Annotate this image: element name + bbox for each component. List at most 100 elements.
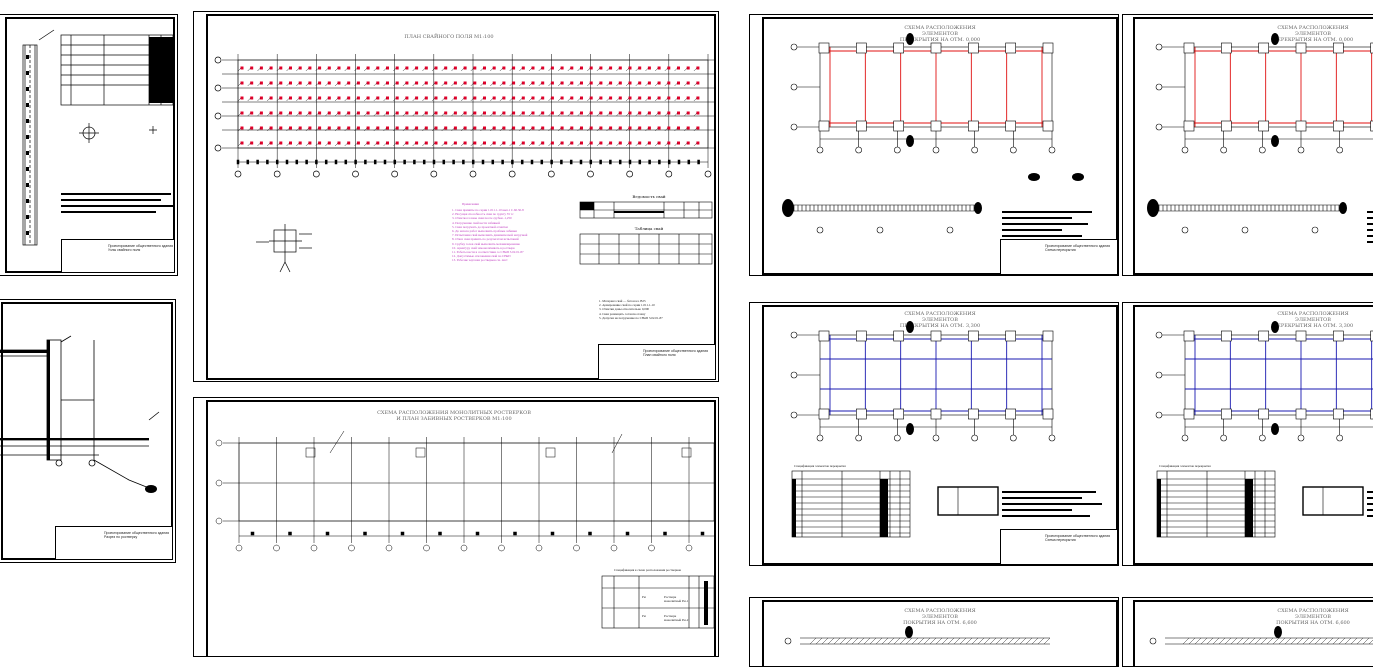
axis-marker: [790, 331, 798, 339]
pile-mark: [521, 111, 525, 115]
notes-title: Примечания: [462, 202, 479, 206]
pile-mark: [502, 66, 506, 70]
pile-mark: [298, 96, 302, 100]
pile-mark: [589, 96, 593, 100]
pile-mark: [560, 96, 564, 100]
axis-marker: [587, 170, 594, 178]
axis-marker: [1336, 146, 1343, 154]
drawing-sheet-right-b[interactable]: СХЕМА РАСПОЛОЖЕНИЯ ЭЛЕМЕНТОВ ПЕРЕКРЫТИЯ …: [1122, 14, 1373, 276]
rebar-hatch: [26, 55, 29, 235]
floor-scheme: [790, 321, 1102, 538]
pile-mark: [609, 126, 613, 130]
pile-mark: [657, 126, 661, 130]
pile-mark: [647, 126, 651, 130]
pile-mark: [541, 81, 545, 85]
axis-marker: [214, 112, 222, 120]
axis-marker: [215, 479, 223, 487]
note-line: [1367, 211, 1373, 213]
pile-mark: [463, 96, 467, 100]
pile-mark: [580, 66, 583, 70]
column-node: [1370, 330, 1373, 342]
pile-mark: [667, 81, 671, 85]
pile-mark: [453, 81, 457, 85]
column-node: [1221, 330, 1232, 342]
pile-mark: [647, 81, 651, 85]
pile-mark: [337, 96, 341, 100]
axis-marker: [971, 434, 978, 442]
axis-marker: [894, 434, 901, 442]
pile-mark: [376, 111, 380, 115]
pile-mark: [259, 66, 263, 70]
pile-mark: [415, 111, 419, 115]
pile-mark: [560, 81, 564, 85]
column-node: [1295, 330, 1307, 342]
pile-mark: [560, 66, 564, 70]
pile-mark: [327, 81, 331, 85]
pile-mark: [512, 126, 516, 130]
pile-mark: [279, 81, 283, 85]
column-node: [818, 120, 830, 132]
pile-mark: [667, 126, 671, 130]
pile-mark: [657, 96, 661, 100]
pile-spec-table: [579, 201, 713, 265]
drawing-sheet-grillage[interactable]: СХЕМА РАСПОЛОЖЕНИЯ МОНОЛИТНЫХ РОСТВЕРКОВ…: [193, 397, 719, 657]
pile-mark: [347, 126, 351, 130]
pile-mark: [677, 111, 680, 115]
pile-mark: [434, 111, 438, 115]
axis-marker: [214, 84, 222, 92]
axis-marker: [573, 544, 580, 552]
pile-mark: [289, 141, 292, 145]
pile-mark: [550, 141, 554, 145]
drawing-sheet-right-d[interactable]: СХЕМА РАСПОЛОЖЕНИЯ ЭЛЕМЕНТОВ ПЕРЕКРЫТИЯ …: [1122, 302, 1373, 566]
roof-scheme: [1149, 626, 1373, 645]
column-node: [930, 408, 942, 420]
pile-mark: [618, 96, 622, 100]
axis-marker: [876, 226, 884, 234]
axis-marker: [665, 170, 673, 178]
note-line: [1002, 229, 1062, 231]
pile-mark: [424, 81, 428, 85]
pile-mark: [444, 126, 448, 130]
pile-mark: [386, 141, 389, 145]
axis-marker: [932, 146, 940, 154]
drawing-sheet-left-mid[interactable]: Проектирование общественного здания Разр…: [0, 299, 176, 563]
axis-marker: [610, 544, 618, 552]
drawing-sheet-left-top[interactable]: Проектирование общественного здания Узлы…: [0, 14, 178, 276]
pile-mark: [269, 81, 273, 85]
drawing-sheet-pile-plan[interactable]: ПЛАН СВАЙНОГО ПОЛЯ М1:100: [193, 11, 719, 382]
pile-mark: [376, 81, 380, 85]
column-node: [893, 42, 904, 54]
pile-mark: [395, 111, 399, 115]
drawing-sheet-right-c[interactable]: СХЕМА РАСПОЛОЖЕНИЯ ЭЛЕМЕНТОВ ПЕРЕКРЫТИЯ …: [749, 302, 1119, 566]
drawing-sheet-right-f[interactable]: СХЕМА РАСПОЛОЖЕНИЯ ЭЛЕМЕНТОВ ПОКРЫТИЯ НА…: [1122, 597, 1373, 667]
pile-table-title: Таблица свай: [634, 226, 664, 231]
drawing-sheet-right-e[interactable]: СХЕМА РАСПОЛОЖЕНИЯ ЭЛЕМЕНТОВ ПОКРЫТИЯ НА…: [749, 597, 1119, 667]
pile-mark: [667, 141, 671, 145]
pile-mark: [453, 66, 457, 70]
grip-marker: [1271, 33, 1279, 45]
note-line: [1002, 217, 1072, 219]
pile-mark: [638, 81, 642, 85]
pile-mark: [415, 141, 419, 145]
pile-mark: [356, 111, 360, 115]
pile-mark: [250, 111, 254, 115]
pile-mark: [405, 96, 409, 100]
drawing-sheet-right-a[interactable]: СХЕМА РАСПОЛОЖЕНИЯ ЭЛЕМЕНТОВ ПЕРЕКРЫТИЯ …: [749, 14, 1119, 276]
column-node: [968, 330, 979, 342]
pile-mark: [318, 66, 322, 70]
pile-mark: [463, 111, 467, 115]
pile-mark: [696, 141, 700, 145]
pile-mark: [521, 141, 525, 145]
pile-mark: [424, 96, 428, 100]
column-node: [930, 120, 942, 132]
pile-mark: [541, 141, 545, 145]
section-end: [1339, 202, 1347, 214]
axis-marker: [816, 434, 824, 442]
column-node: [1005, 42, 1016, 54]
pile-mark: [434, 141, 438, 145]
pile-mark: [589, 66, 593, 70]
pile-mark: [618, 111, 622, 115]
pile-mark: [444, 111, 448, 115]
column-node: [1183, 42, 1195, 54]
column-node: [1295, 42, 1307, 54]
